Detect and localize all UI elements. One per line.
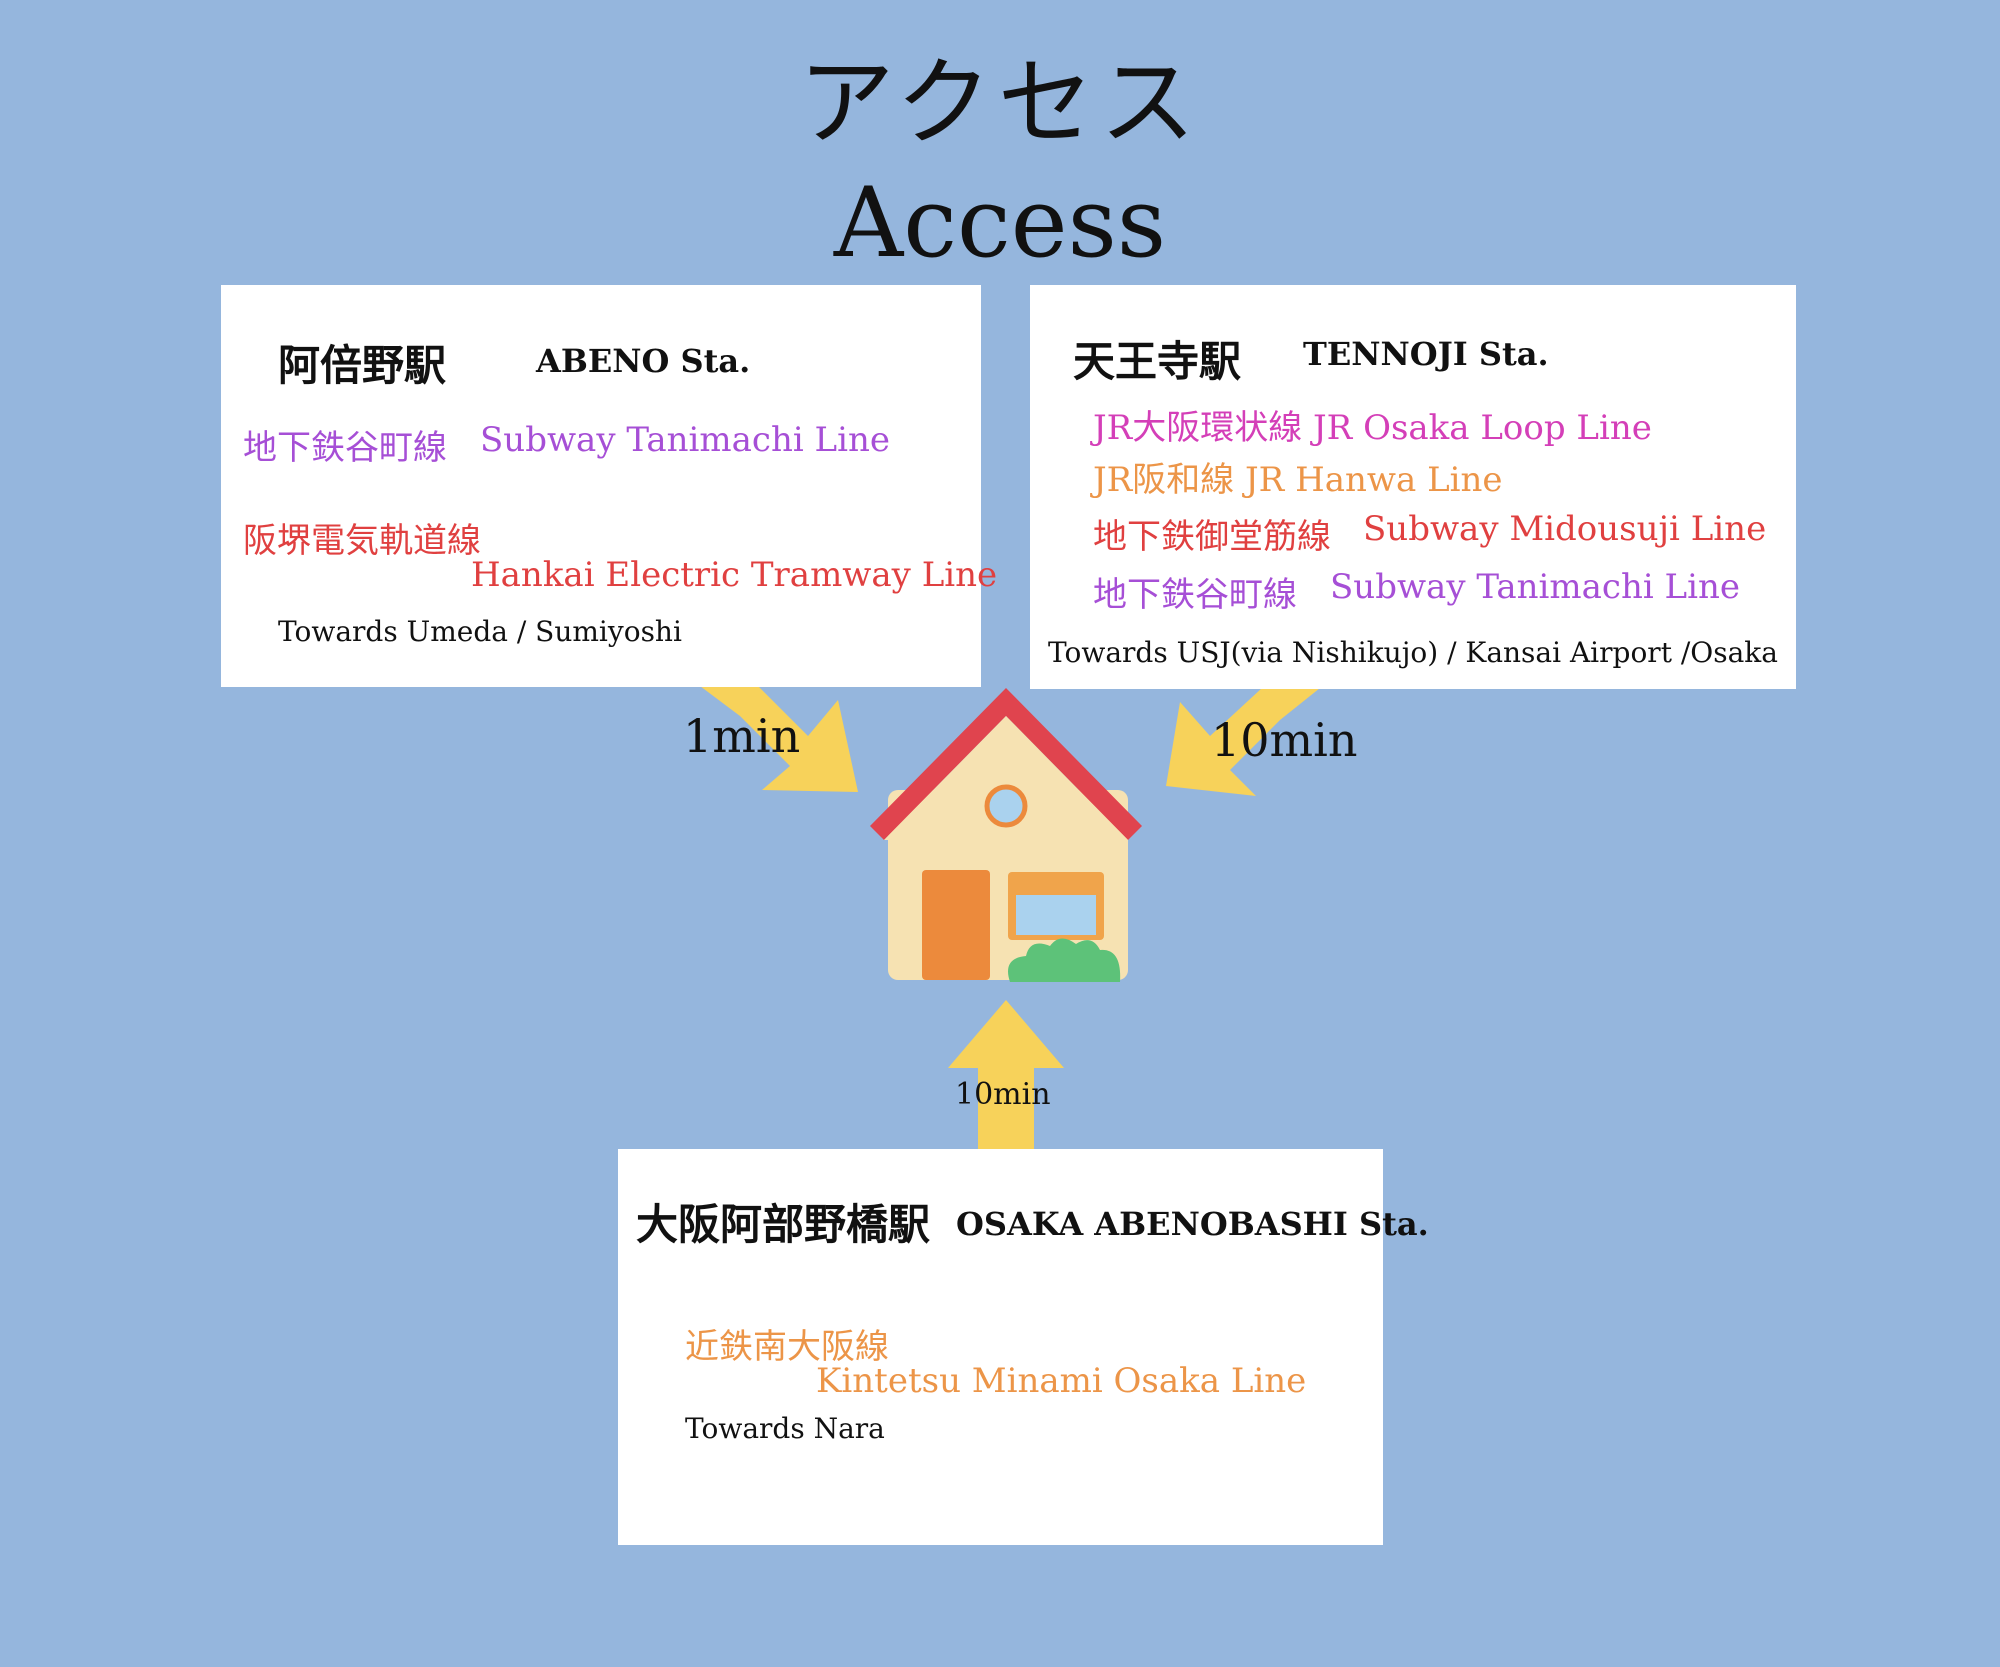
arrow-icon [948,1000,1064,1150]
line-jp: 地下鉄谷町線 [1093,575,1297,615]
line-en: Hankai Electric Tramway Line [471,555,998,595]
time-label-abenobashi: 10min [955,1077,1051,1112]
station-name-jp: 天王寺駅 [1073,337,1242,386]
towards-text: Towards Nara [685,1412,885,1445]
line-en: Subway Tanimachi Line [480,420,891,460]
line-text: JR阪和線 JR Hanwa Line [1093,460,1503,500]
towards-text: Towards USJ(via Nishikujo) / Kansai Airp… [1048,636,1778,669]
page-title-en: Access [833,167,1167,279]
station-card-tennoji: 天王寺駅 TENNOJI Sta. JR大阪環状線 JR Osaka Loop … [1030,285,1796,689]
line-en: Kintetsu Minami Osaka Line [816,1361,1307,1401]
station-name-en: TENNOJI Sta. [1303,335,1549,373]
house-icon [870,688,1142,982]
arrow-icon [1166,688,1320,796]
towards-text: Towards Umeda / Sumiyoshi [278,615,682,648]
line-en: Subway Midousuji Line [1363,509,1767,549]
page-title-jp: アクセス [798,47,1202,159]
station-name-en: ABENO Sta. [536,342,751,380]
station-name-jp: 阿倍野駅 [278,341,447,390]
line-en: Subway Tanimachi Line [1330,567,1741,607]
line-text: JR大阪環状線 JR Osaka Loop Line [1093,408,1652,448]
station-card-abenobashi: 大阪阿部野橋駅 OSAKA ABENOBASHI Sta. 近鉄南大阪線 Kin… [618,1149,1429,1545]
line-jp: 近鉄南大阪線 [685,1327,889,1367]
station-card-abeno: 阿倍野駅 ABENO Sta. 地下鉄谷町線 Subway Tanimachi … [221,285,997,687]
line-jp: 阪堺電気軌道線 [243,521,481,561]
arrow-icon [700,686,858,792]
time-label-tennoji: 10min [1211,713,1358,767]
line-jp: 地下鉄谷町線 [243,428,447,468]
time-label-abeno: 1min [683,709,801,763]
line-jp: 地下鉄御堂筋線 [1093,517,1331,557]
station-name-jp: 大阪阿部野橋駅 [636,1200,931,1249]
station-name-en: OSAKA ABENOBASHI Sta. [956,1205,1429,1243]
